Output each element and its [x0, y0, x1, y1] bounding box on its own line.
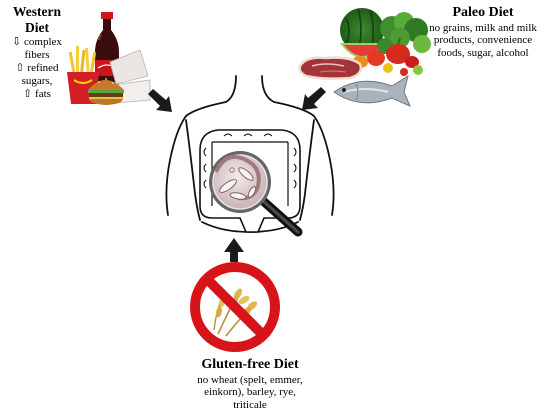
paleo-diet-title: Paleo Diet: [452, 5, 514, 20]
arrow-from-paleo: [302, 87, 326, 110]
no-gluten-sign-icon: [190, 262, 280, 352]
gluten-free-diet-line-1: no wheat (spelt, emmer,: [197, 373, 303, 386]
gluten-free-diet-title: Gluten-free Diet: [201, 357, 299, 372]
gut-microbiota-icon: [214, 155, 261, 201]
western-diet-label: Western Diet ⇩ complex fibers ⇧ refined …: [2, 4, 72, 101]
paleo-food-illustration: [298, 8, 431, 107]
gluten-free-diet-label: Gluten-free Diet no wheat (spelt, emmer,…: [180, 357, 320, 412]
paleo-diet-line-1: no grains, milk and milk: [429, 21, 537, 34]
western-diet-title: Western Diet: [13, 4, 61, 35]
western-diet-line-2: ⇧ refined sugars,: [15, 61, 59, 87]
vegetables-icon: [352, 37, 423, 76]
watermelon-icon: [339, 8, 387, 58]
paleo-diet-label: Paleo Diet no grains, milk and milk prod…: [416, 5, 550, 60]
burger-icon: [88, 78, 124, 105]
gluten-free-diet-line-3: triticale: [233, 399, 267, 412]
western-diet-line-1: ⇩ complex fibers: [12, 35, 62, 61]
arrow-from-gluten-free: [224, 238, 244, 262]
arrow-from-western: [148, 89, 172, 112]
steak-icon: [298, 56, 363, 80]
paleo-diet-line-3: foods, sugar, alcohol: [437, 47, 529, 60]
western-diet-line-3: ⇧ fats: [23, 87, 51, 100]
gluten-free-diet-line-2: einkorn), barley, rye,: [204, 386, 296, 399]
magnifier-icon: [209, 151, 303, 237]
paleo-diet-line-2: products, convenience: [433, 34, 533, 47]
fish-icon: [333, 74, 411, 107]
western-food-illustration: [67, 12, 151, 105]
